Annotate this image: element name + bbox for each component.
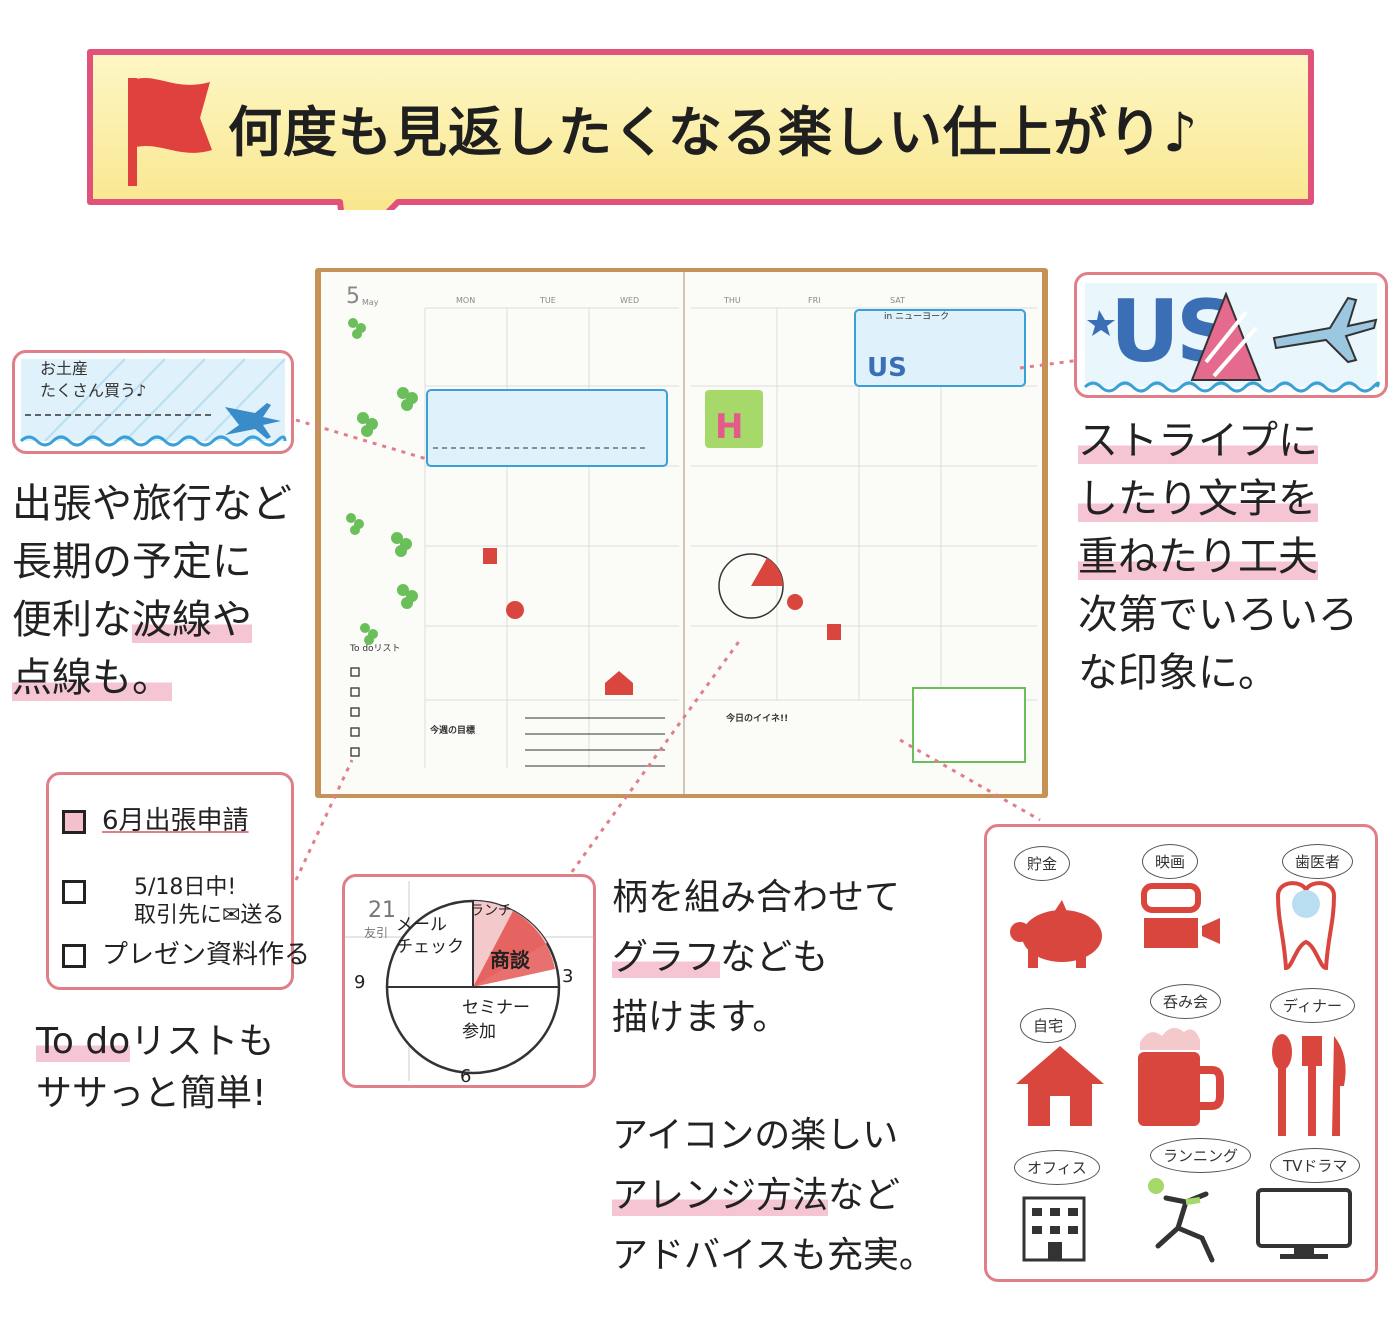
piggy-bank-icon bbox=[1010, 900, 1102, 968]
clock-graph-icon bbox=[345, 881, 593, 1081]
tooth-icon bbox=[1275, 881, 1337, 971]
svg-text:US: US bbox=[867, 353, 907, 383]
wave-caption-line4: 点線も。 bbox=[12, 649, 172, 707]
todo-item-2-label: 5/18日中! 取引先に✉送る bbox=[134, 875, 285, 928]
banner-title: 何度も見返したくなる楽しい仕上がり♪ bbox=[228, 101, 1199, 164]
icons-caption-line3: アドバイスも充実。 bbox=[612, 1235, 935, 1276]
graph-clock-9: 9 bbox=[354, 972, 366, 993]
todo-caption-line1a: To do bbox=[36, 1021, 131, 1062]
todo-caption-line2: ササっと簡単! bbox=[36, 1073, 267, 1114]
month-name: May bbox=[362, 298, 379, 307]
icon-label-home: 自宅 bbox=[1020, 1008, 1077, 1043]
graph-caption-line3: 描けます。 bbox=[612, 997, 789, 1038]
icons-caption-line2: アレンジ方法など bbox=[612, 1170, 900, 1222]
travel-note: in ニューヨーク bbox=[884, 312, 950, 322]
svg-text:H: H bbox=[715, 407, 743, 447]
graph-caption-line1: 柄を組み合わせて bbox=[612, 877, 901, 918]
stripe-caption-line3-text: 重ねたり工夫 bbox=[1078, 534, 1318, 580]
beer-mug-icon bbox=[1138, 1027, 1224, 1126]
icon-label-dentist: 歯医者 bbox=[1282, 844, 1354, 879]
icon-label-movie: 映画 bbox=[1142, 844, 1199, 879]
house-icon bbox=[1016, 1046, 1104, 1126]
todo-item-3: プレゼン資料作る bbox=[62, 934, 310, 971]
graph-day-number: 21 bbox=[368, 898, 396, 923]
month-number: 5 bbox=[346, 284, 360, 309]
icons-caption-line1: アイコンの楽しい bbox=[612, 1115, 899, 1156]
graph-clock-3: 3 bbox=[562, 966, 574, 987]
icons-caption-line2b: など bbox=[828, 1175, 901, 1216]
wave-caption-line3: 便利な波線や bbox=[12, 591, 252, 649]
icon-label-running: ランニング bbox=[1150, 1138, 1252, 1173]
stripe-caption-line5: な印象に。 bbox=[1078, 650, 1278, 696]
todo-list-title: To doリスト bbox=[350, 644, 401, 654]
icon-label-savings: 貯金 bbox=[1014, 846, 1071, 881]
office-building-icon bbox=[1022, 1196, 1086, 1262]
wave-caption-line3b: 波線や bbox=[132, 597, 252, 643]
title-banner bbox=[87, 49, 1314, 210]
dow-wed: WED bbox=[620, 296, 640, 305]
film-camera-icon bbox=[1141, 883, 1220, 948]
stripe-caption-line1: ストライプに bbox=[1078, 412, 1318, 470]
weekly-goal: 今週の目標 bbox=[430, 726, 476, 736]
wave-caption-line1: 出張や旅行など bbox=[12, 481, 292, 527]
icons-caption-line2a: アレンジ方法 bbox=[612, 1175, 829, 1216]
icon-label-office: オフィス bbox=[1014, 1150, 1100, 1185]
stripe-caption-line3: 重ねたり工夫 bbox=[1078, 528, 1318, 586]
todo-checkbox-1[interactable] bbox=[62, 809, 86, 834]
stripe-figure-icon bbox=[1190, 292, 1262, 381]
cutlery-icon bbox=[1272, 1034, 1346, 1136]
icon-label-drinks: 呑み会 bbox=[1150, 984, 1222, 1019]
icon-label-dinner: ディナー bbox=[1270, 988, 1355, 1023]
wave-caption-line3a: 便利な bbox=[12, 597, 132, 643]
graph-caption-line2: グラフなども bbox=[612, 932, 828, 984]
todo-item-3-label: プレゼン資料作る bbox=[102, 940, 311, 970]
airplane-icon bbox=[1272, 296, 1378, 364]
todo-item-2: 5/18日中! 取引先に✉送る bbox=[62, 846, 284, 930]
graph-label-meeting: 商談 bbox=[490, 948, 530, 972]
wave-caption-line2: 長期の予定に bbox=[12, 539, 252, 585]
dow-tue: TUE bbox=[540, 296, 556, 305]
dow-mon: MON bbox=[456, 296, 476, 305]
graph-label-seminar: セミナー 参加 bbox=[462, 998, 530, 1042]
icon-label-tvdrama: TVドラマ bbox=[1270, 1148, 1361, 1183]
dow-fri: FRI bbox=[808, 296, 821, 305]
todo-checkbox-2[interactable] bbox=[62, 880, 86, 904]
graph-clock-6: 6 bbox=[460, 1066, 472, 1087]
todo-item-1: 6月出張申請 bbox=[62, 800, 249, 837]
tv-icon bbox=[1256, 1188, 1352, 1259]
notebook-spread: US H bbox=[315, 268, 1048, 798]
wave-inset-note: お土産 たくさん買う♪ bbox=[40, 359, 147, 400]
stripe-caption-line2-text: したり文字を bbox=[1078, 476, 1318, 522]
dow-sat: SAT bbox=[890, 296, 905, 305]
graph-caption-line2b: なども bbox=[720, 937, 829, 978]
notebook-pages: US H bbox=[315, 268, 1048, 798]
good-news: 今日のイイネ!! bbox=[726, 714, 789, 724]
runner-icon bbox=[1148, 1178, 1215, 1263]
todo-caption-line1: To doリストも bbox=[36, 1016, 274, 1068]
todo-item-1-label: 6月出張申請 bbox=[102, 806, 249, 836]
wave-inset bbox=[12, 350, 294, 454]
graph-label-lunch: ランチ bbox=[470, 903, 512, 919]
stripe-caption-line1-text: ストライプに bbox=[1078, 418, 1318, 464]
dow-thu: THU bbox=[724, 296, 741, 305]
flag-icon bbox=[128, 78, 212, 186]
todo-inset bbox=[46, 772, 294, 990]
todo-caption-line1b: リストも bbox=[130, 1021, 275, 1062]
wave-caption-line4a: 点線も。 bbox=[12, 655, 172, 701]
graph-inset bbox=[342, 874, 596, 1088]
stripe-caption-line2: したり文字を bbox=[1078, 470, 1318, 528]
graph-label-mail: メール チェック bbox=[396, 915, 464, 957]
todo-checkbox-3[interactable] bbox=[62, 943, 86, 968]
graph-day-sub: 友引 bbox=[364, 926, 389, 940]
stripe-caption-line4: 次第でいろいろ bbox=[1078, 592, 1358, 638]
graph-caption-line2a: グラフ bbox=[612, 937, 721, 978]
